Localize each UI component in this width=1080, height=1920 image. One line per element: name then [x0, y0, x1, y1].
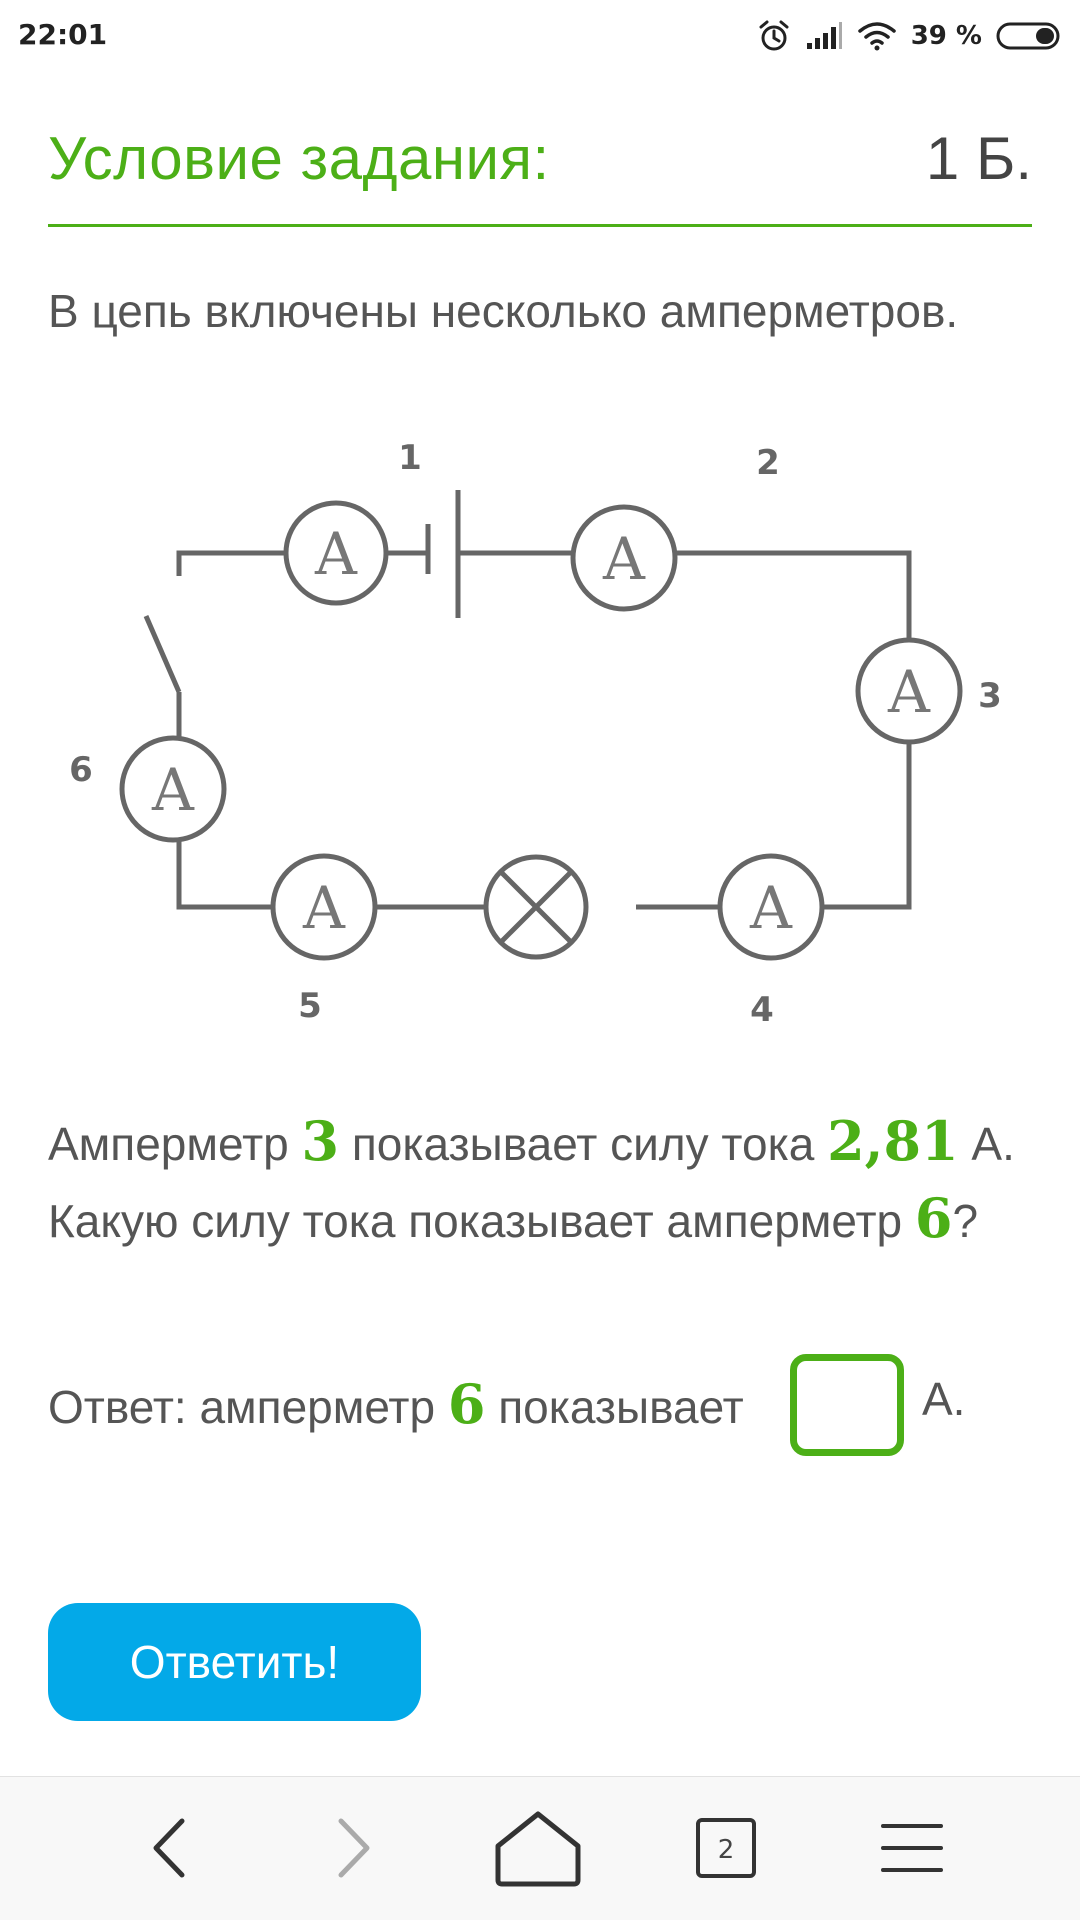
signal-icon — [805, 21, 843, 51]
ammeter-number-given: 3 — [301, 1109, 340, 1173]
menu-icon — [881, 1824, 943, 1872]
ammeter-3-symbol: A — [887, 658, 931, 726]
answer-label: Ответ: амперметр 6 показывает — [48, 1372, 744, 1436]
ammeter-6: A — [119, 735, 227, 843]
tabs-button[interactable]: 2 — [676, 1803, 776, 1893]
status-icons: 39 % — [757, 16, 1062, 56]
switch-blade — [143, 615, 182, 693]
ammeter-5-symbol: A — [302, 874, 346, 942]
question-line-1: Амперметр 3 показывает силу тока 2,81 А. — [48, 1104, 1048, 1181]
answer-label-part: показывает — [485, 1381, 744, 1433]
ammeter-1: A — [283, 500, 389, 606]
answer-unit: А. — [922, 1373, 966, 1425]
wire-top-left — [176, 550, 286, 576]
ammeter-4: A — [717, 853, 825, 961]
question-line-2: Какую силу тока показывает амперметр 6? — [48, 1181, 1048, 1258]
answer-ammeter-number: 6 — [447, 1372, 486, 1436]
ammeter-label-2: 2 — [756, 443, 780, 483]
ammeter-label-6: 6 — [69, 750, 93, 790]
home-icon — [495, 1811, 581, 1887]
status-time: 22:01 — [18, 18, 108, 51]
tab-count: 2 — [718, 1835, 735, 1865]
wire-a5-a6 — [176, 840, 274, 910]
forward-button[interactable] — [305, 1803, 405, 1893]
wifi-icon — [857, 21, 897, 51]
ammeter-number-asked: 6 — [914, 1186, 953, 1250]
ammeter-label-4: 4 — [750, 990, 774, 1030]
wire-a3-a4 — [822, 742, 912, 910]
ammeter-label-3: 3 — [978, 676, 1002, 716]
question-mark: ? — [952, 1195, 979, 1247]
lamp — [483, 854, 589, 960]
question-unit: А. — [958, 1118, 1015, 1170]
menu-button[interactable] — [862, 1803, 962, 1893]
back-icon — [153, 1818, 185, 1878]
question-text: Амперметр 3 показывает силу тока 2,81 А.… — [48, 1104, 1048, 1258]
ammeter-3: A — [855, 637, 963, 745]
circuit-diagram: A A A A A A — [69, 438, 1002, 1030]
ammeter-4-symbol: A — [749, 874, 793, 942]
ammeter-5: A — [270, 853, 378, 961]
submit-button[interactable]: Ответить! — [48, 1603, 421, 1721]
status-bar: 22:01 — [0, 0, 1080, 76]
answer-input[interactable] — [790, 1354, 904, 1456]
browser-bottom-nav: 2 — [0, 1776, 1080, 1920]
tabs-icon: 2 — [696, 1818, 756, 1878]
answer-label-part: Ответ: амперметр — [48, 1381, 448, 1433]
ammeter-label-1: 1 — [398, 438, 422, 478]
alarm-icon — [757, 19, 791, 53]
ammeter-2-symbol: A — [602, 525, 646, 593]
task-points: 1 Б. — [925, 125, 1032, 192]
task-intro: В цепь включены несколько амперметров. — [48, 285, 959, 337]
question-text-part: показывает силу тока — [339, 1118, 828, 1170]
task-header: Условие задания: 1 Б. — [48, 120, 1032, 227]
home-button[interactable] — [488, 1803, 588, 1893]
answer-row: Ответ: амперметр 6 показывает А. — [48, 1352, 1048, 1462]
ammeter-2: A — [570, 504, 678, 612]
wire-a2-a3 — [675, 550, 912, 640]
current-value: 2,81 — [827, 1109, 959, 1173]
ammeter-1-symbol: A — [314, 520, 358, 588]
battery-percent: 39 % — [910, 21, 982, 51]
task-title: Условие задания: — [48, 125, 550, 192]
back-button[interactable] — [118, 1803, 218, 1893]
ammeter-label-5: 5 — [298, 986, 322, 1026]
forward-icon — [338, 1818, 370, 1878]
ammeter-6-symbol: A — [151, 756, 195, 824]
question-text-part: Какую силу тока показывает амперметр — [48, 1195, 915, 1247]
battery-icon — [996, 21, 1062, 51]
question-text-part: Амперметр — [48, 1118, 302, 1170]
